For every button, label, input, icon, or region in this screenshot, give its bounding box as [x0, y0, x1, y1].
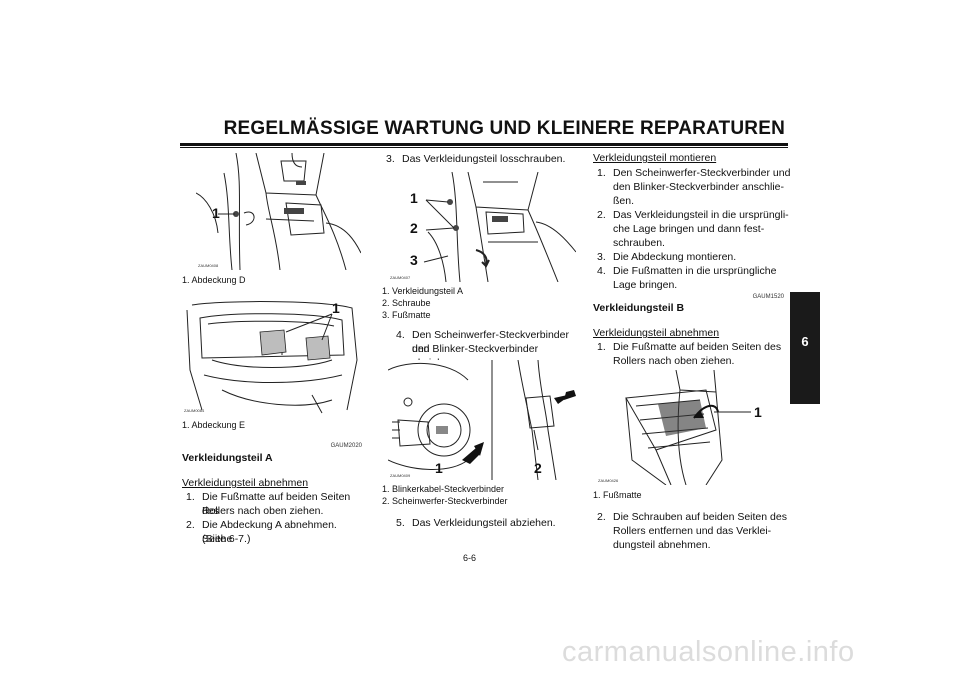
- section-heading: Verkleidungsteil A: [182, 452, 273, 464]
- figure-callout-1: 1: [212, 205, 220, 221]
- figure-caption: 1. Abdeckung E: [182, 420, 246, 430]
- figure-code: ZAUM0426: [598, 478, 619, 483]
- header-rule: [180, 143, 788, 146]
- list-item-number: 1.: [597, 341, 606, 353]
- figure-caption: 3. Fußmatte: [382, 310, 431, 320]
- list-item-line: che Lage bringen und dann fest-: [613, 223, 765, 235]
- list-item-line: Das Verkleidungsteil losschrauben.: [402, 153, 566, 165]
- figure-code: ZAUM0408: [198, 263, 219, 268]
- list-item-line: Das Verkleidungsteil in die ursprüngli-: [613, 209, 789, 221]
- list-item-number: 2.: [597, 511, 606, 523]
- figure-callout-2: 2: [410, 220, 418, 236]
- list-item-line: Rollers nach oben ziehen.: [613, 355, 735, 367]
- list-item-number: 5.: [396, 517, 405, 529]
- list-item-number: 2.: [597, 209, 606, 221]
- list-item-number: 1.: [597, 167, 606, 179]
- list-item-line: Die Fußmatte auf beiden Seiten des: [202, 491, 351, 517]
- figure-cowling-screws: 1 2 3 ZAUM0407: [388, 172, 576, 282]
- list-item-number: 3.: [386, 153, 395, 165]
- figure-caption: 2. Schraube: [382, 298, 431, 308]
- list-item-number: 3.: [597, 251, 606, 263]
- figure-code: ZAUM0407: [390, 275, 411, 280]
- list-item-line: Den Scheinwerfer-Steckverbinder und: [412, 329, 569, 355]
- figure-caption: 1. Verkleidungsteil A: [382, 286, 464, 296]
- page-title: REGELMÄSSIGE WARTUNG UND KLEINERE REPARA…: [223, 118, 785, 139]
- figure-connectors: 1 2 ZAUM0409: [388, 360, 576, 480]
- reference-code: GAUM2020: [330, 443, 362, 449]
- figure-caption: 1. Fußmatte: [593, 490, 642, 500]
- figure-callout-3: 3: [410, 252, 418, 268]
- list-item-line: ßen.: [613, 195, 635, 207]
- watermark: carmanualsonline.info: [562, 636, 855, 668]
- figure-caption: 1. Blinkerkabel-Steckverbinder: [382, 484, 505, 494]
- list-item-number: 2.: [186, 519, 195, 531]
- subsection-heading: Verkleidungsteil abnehmen: [182, 477, 309, 489]
- list-item-line: Die Fußmatte auf beiden Seiten des: [613, 341, 782, 353]
- chapter-tab[interactable]: 6: [790, 292, 820, 404]
- figure-callout-1: 1: [754, 404, 762, 420]
- list-item-number: 1.: [186, 491, 195, 503]
- figure-cover-d: 1 ZAUM0408: [196, 153, 361, 270]
- figure-callout-1: 1: [332, 300, 340, 316]
- figure-callout-1: 1: [410, 190, 418, 206]
- figure-caption: 1. Abdeckung D: [182, 275, 246, 285]
- figure-cover-e: 1 ZAUM0084: [182, 300, 362, 415]
- subsection-heading: Verkleidungsteil abnehmen: [593, 327, 720, 339]
- list-item-line: Rollers entfernen und das Verklei-: [613, 525, 772, 537]
- list-item-line: Den Scheinwerfer-Steckverbinder und: [613, 167, 791, 179]
- list-item-line: den Blinker-Steckverbinder anschlie-: [613, 181, 784, 193]
- list-item-line: Lage bringen.: [613, 279, 678, 291]
- list-item-line: Seite 6-7.): [202, 533, 251, 545]
- list-item-line: schrauben.: [613, 237, 665, 249]
- figure-code: ZAUM0084: [184, 408, 205, 413]
- list-item-number: 4.: [597, 265, 606, 277]
- list-item-line: Die Schrauben auf beiden Seiten des: [613, 511, 787, 523]
- figure-caption: 2. Scheinwerfer-Steckverbinder: [382, 496, 508, 506]
- list-item-line: dungsteil abnehmen.: [613, 539, 711, 551]
- figure-code: ZAUM0409: [390, 473, 411, 478]
- list-item-line: Die Abdeckung montieren.: [613, 251, 737, 263]
- page-number: 6-6: [463, 553, 477, 563]
- subsection-heading: Verkleidungsteil montieren: [593, 152, 717, 164]
- list-item-line: Die Fußmatten in die ursprüngliche: [613, 265, 777, 277]
- list-item-number: 4.: [396, 329, 405, 341]
- figure-callout-2: 2: [534, 460, 542, 476]
- list-item-line: Das Verkleidungsteil abziehen.: [412, 517, 556, 529]
- list-item-line: Rollers nach oben ziehen.: [202, 505, 324, 517]
- reference-code: GAUM1520: [752, 294, 784, 300]
- list-item-line: Die Abdeckung A abnehmen. (Siehe: [202, 519, 337, 545]
- figure-callout-1: 1: [435, 460, 443, 476]
- chapter-tab-label: 6: [801, 334, 809, 349]
- header-rule-thin: [180, 147, 788, 148]
- figure-floor-mat: 1 ZAUM0426: [596, 370, 786, 485]
- section-heading: Verkleidungsteil B: [593, 302, 685, 314]
